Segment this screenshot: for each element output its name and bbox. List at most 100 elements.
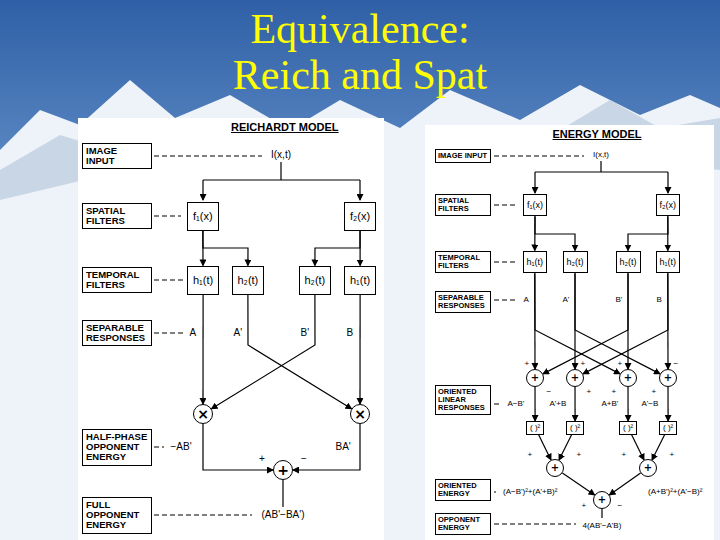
stage-label-box: SPATIAL FILTERS (435, 194, 491, 217)
filter-box: h₂(t) (299, 266, 332, 295)
signal-connector (535, 216, 575, 250)
sign-label: + (651, 388, 658, 396)
operator-circle: + (526, 369, 544, 387)
signal-label: A−B' (507, 400, 526, 408)
signal-connector (534, 387, 535, 421)
filter-box: f₁(x) (523, 194, 547, 217)
node-text: × (351, 405, 369, 423)
filter-box: h₁(t) (344, 266, 376, 295)
node-text: h₁(t) (193, 274, 213, 287)
panel-heading: REICHARDT MODEL (231, 121, 339, 133)
signal-connector (203, 231, 248, 266)
operator-circle: + (659, 369, 677, 387)
node-text: TEMPORAL FILTERS (86, 270, 148, 291)
stage-label-box: TEMPORAL FILTERS (82, 267, 152, 294)
signal-connector (652, 435, 665, 460)
node-text: IMAGE INPUT (86, 146, 148, 167)
node-text: h₁(t) (527, 257, 544, 268)
node-text: f₂(x) (660, 200, 677, 211)
input-wire (202, 180, 203, 200)
signal-connector (667, 273, 668, 369)
input-wire (280, 162, 281, 180)
node-text: h₂(t) (567, 257, 584, 268)
sign-label: + (580, 360, 587, 368)
signal-connector (203, 424, 273, 470)
stage-label-box: SPATIAL FILTERS (82, 203, 152, 230)
filter-box: h₂(t) (232, 266, 265, 295)
signal-connector (360, 231, 361, 266)
signal-connector (667, 216, 668, 250)
signal-label: −AB' (170, 442, 193, 452)
panel-ground (78, 118, 384, 540)
signal-label: A (189, 328, 198, 338)
signal-connector (315, 231, 360, 266)
node-text: + (660, 370, 676, 386)
node-text: ORIENTED ENERGY (438, 482, 488, 499)
node-text: OPPONENT ENERGY (438, 516, 488, 533)
node-text: h₂(t) (305, 274, 326, 287)
node-text: f₁(x) (193, 210, 213, 223)
panel-heading: ENERGY MODEL (553, 128, 642, 140)
node-text: + (527, 370, 543, 386)
squaring-box: ( )² (619, 421, 637, 435)
signal-label: I(x,t) (270, 150, 292, 160)
leader-line (494, 404, 501, 405)
signal-label: (A+B')²+(A'−B)² (647, 488, 703, 496)
filter-box: h₂(t) (616, 251, 641, 274)
node-text: + (274, 461, 292, 479)
sign-label: + (524, 360, 531, 368)
operator-circle: × (350, 404, 370, 424)
signal-connector (627, 273, 628, 369)
squaring-box: ( )² (659, 421, 677, 435)
leader-line (154, 156, 262, 157)
filter-box: f₁(x) (187, 202, 219, 231)
panel-ground (425, 125, 714, 540)
signal-connector (202, 295, 203, 404)
signal-label: A+B' (601, 400, 620, 408)
operator-circle: + (546, 459, 564, 477)
sign-label: − (673, 360, 680, 368)
node-text: + (640, 460, 656, 476)
input-wire (359, 180, 360, 200)
leader-line (494, 262, 515, 263)
stage-label-box: ORIENTED ENERGY (435, 479, 491, 502)
signal-label: B' (615, 296, 624, 304)
leader-line (494, 205, 515, 206)
model-panel: ENERGY MODEL IMAGE INPUT SPATIAL FILTERS TE… (425, 125, 714, 540)
node-text: IMAGE INPUT (438, 152, 488, 160)
filter-box: h₂(t) (563, 251, 588, 274)
squaring-box: ( )² (566, 421, 584, 435)
stage-label-box: TEMPORAL FILTERS (435, 251, 491, 274)
sign-label: + (617, 360, 624, 368)
filter-box: f₂(x) (344, 202, 376, 231)
node-text: h₁(t) (350, 274, 370, 287)
signal-connector (359, 295, 360, 404)
leader-line (494, 156, 584, 157)
sign-label: + (576, 451, 583, 459)
stage-label-box: FULL OPPONENT ENERGY (82, 497, 152, 534)
signal-connector (212, 295, 316, 409)
leader-line (154, 447, 164, 448)
signal-label: BA' (335, 442, 352, 452)
node-text: ( )² (663, 423, 673, 433)
signal-connector (632, 435, 645, 460)
node-text: ( )² (623, 423, 633, 433)
stage-label-box: ORIENTED LINEAR RESPONSES (435, 385, 491, 416)
node-text: HALF-PHASE OPPONENT ENERGY (86, 432, 148, 463)
signal-label: A (523, 296, 530, 304)
stage-label-box: IMAGE INPUT (82, 143, 152, 170)
node-text: h₂(t) (238, 274, 259, 287)
leader-line (154, 333, 184, 334)
stage-label-box: IMAGE INPUT (435, 149, 491, 163)
signal-connector (539, 435, 552, 460)
node-text: ( )² (570, 423, 580, 433)
sign-label: + (258, 454, 266, 464)
node-text: SPATIAL FILTERS (86, 206, 148, 227)
filter-box: h₁(t) (523, 251, 548, 274)
signal-connector (559, 435, 572, 460)
signal-label: A'+B (549, 400, 568, 408)
signal-label: A' (562, 296, 571, 304)
node-text: FULL OPPONENT ENERGY (86, 500, 148, 531)
